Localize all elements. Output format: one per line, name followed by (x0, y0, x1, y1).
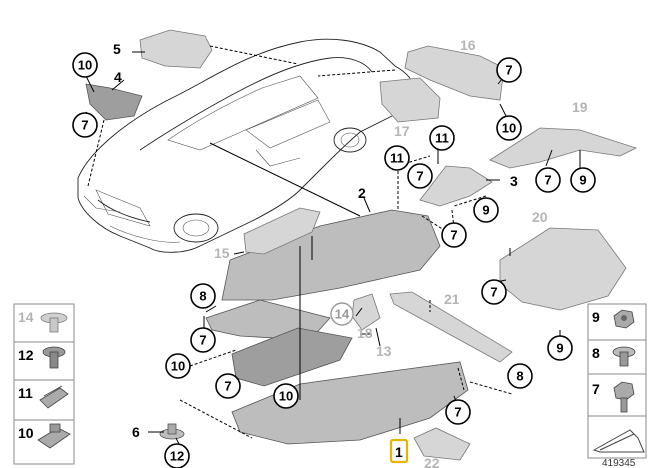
svg-text:11: 11 (435, 131, 449, 146)
svg-text:7: 7 (490, 285, 497, 300)
callout-7-left: 7 (190, 327, 216, 353)
callout-8-right: 8 (507, 363, 533, 389)
callout-11-mid: 11 (384, 145, 410, 171)
sheet-metal-nut-icon (37, 423, 71, 449)
svg-text:7: 7 (81, 118, 88, 133)
svg-text:7: 7 (224, 379, 231, 394)
hex-bolt-icon (613, 381, 635, 413)
label-part-3: 3 (510, 173, 518, 189)
label-part-21: 21 (444, 291, 460, 307)
label-part-17: 17 (394, 123, 410, 139)
part-19-cover (489, 127, 638, 169)
diagram-reference-number: 419345 (602, 458, 636, 468)
legend-left-item-14: 14 (18, 309, 34, 325)
svg-text:14: 14 (335, 307, 350, 322)
part-3-bracket (419, 165, 493, 207)
circled-callouts: 10 7 7 10 11 11 7 9 7 9 7 7 9 8 7 10 7 1… (72, 52, 596, 468)
svg-text:10: 10 (279, 389, 293, 404)
part-labels: 5 4 16 17 19 3 2 20 15 21 18 13 6 22 (113, 37, 588, 468)
part-21-rail (389, 291, 513, 363)
label-part-5: 5 (113, 41, 121, 57)
svg-text:9: 9 (556, 341, 563, 356)
label-part-16: 16 (460, 37, 476, 53)
svg-text:10: 10 (78, 58, 92, 73)
svg-text:1: 1 (395, 444, 403, 460)
part-2-underbody-panel (221, 209, 441, 301)
svg-text:7: 7 (450, 228, 457, 243)
leader-lines (85, 45, 581, 447)
svg-text:11: 11 (390, 151, 404, 166)
callout-10-left: 10 (165, 353, 191, 379)
part-16-cover (404, 45, 505, 101)
legend-right-item-8: 8 (592, 345, 600, 361)
callout-9-part20: 9 (547, 335, 573, 361)
callout-10-part16: 10 (496, 115, 522, 141)
part-17-tray (379, 77, 441, 123)
svg-text:7: 7 (544, 173, 551, 188)
svg-text:7: 7 (416, 169, 423, 184)
callout-7-lower-left: 7 (215, 373, 241, 399)
svg-text:7: 7 (505, 63, 512, 78)
svg-text:10: 10 (171, 359, 185, 374)
callout-10-top-left: 10 (72, 52, 98, 78)
label-part-20: 20 (532, 209, 548, 225)
label-part-1-highlighted: 1 (389, 438, 409, 464)
legend-right-item-9: 9 (592, 309, 600, 325)
label-part-2: 2 (358, 185, 366, 201)
part-22-plate (413, 427, 471, 461)
legend-right: 9 8 7 (587, 303, 647, 459)
callout-10-bottom: 10 (273, 383, 299, 409)
label-part-4: 4 (114, 69, 122, 85)
callout-11-upper: 11 (429, 125, 455, 151)
callout-7-part3: 7 (407, 163, 433, 189)
svg-text:9: 9 (482, 203, 489, 218)
part-4-bracket (85, 83, 143, 121)
part-6-clip (159, 423, 185, 440)
svg-text:8: 8 (199, 289, 206, 304)
expanding-nut-icon (42, 346, 66, 369)
label-part-13: 13 (376, 343, 392, 359)
svg-text:8: 8 (516, 369, 523, 384)
legend-left-item-12: 12 (18, 347, 34, 363)
callout-7-part20: 7 (481, 279, 507, 305)
callout-7-part2: 7 (441, 222, 467, 248)
legend-left: 14 12 11 10 (13, 303, 75, 465)
part-15-shield (243, 207, 321, 255)
push-rivet-icon (40, 312, 68, 333)
arrow-symbol-icon (592, 429, 645, 453)
callout-8-left: 8 (190, 283, 216, 309)
svg-text:10: 10 (502, 121, 516, 136)
callout-9-part3: 9 (473, 197, 499, 223)
legend-right-item-7: 7 (592, 381, 600, 397)
grommet-icon (612, 346, 636, 367)
svg-text:7: 7 (199, 333, 206, 348)
label-part-15: 15 (214, 245, 230, 261)
callout-7-part16: 7 (496, 57, 522, 83)
label-part-18: 18 (357, 325, 373, 341)
hex-nut-icon (613, 309, 635, 329)
legend-left-item-11: 11 (18, 385, 33, 401)
callout-part-14: 14 (330, 302, 354, 326)
callout-7-bottom-right: 7 (445, 399, 471, 425)
svg-text:9: 9 (579, 173, 586, 188)
svg-text:12: 12 (170, 449, 184, 464)
part-5-cover (139, 29, 213, 69)
callout-7-part19: 7 (535, 167, 561, 193)
label-part-6: 6 (132, 424, 140, 440)
label-part-22: 22 (424, 455, 440, 468)
callout-7-top-left: 7 (72, 112, 98, 138)
callout-12-bottom: 12 (164, 443, 190, 468)
spring-nut-clip-icon (39, 385, 69, 409)
legend-left-item-10: 10 (18, 425, 34, 441)
part-20-panel (499, 227, 627, 311)
svg-text:7: 7 (454, 405, 461, 420)
callout-9-part19: 9 (570, 167, 596, 193)
label-part-19: 19 (572, 99, 588, 115)
